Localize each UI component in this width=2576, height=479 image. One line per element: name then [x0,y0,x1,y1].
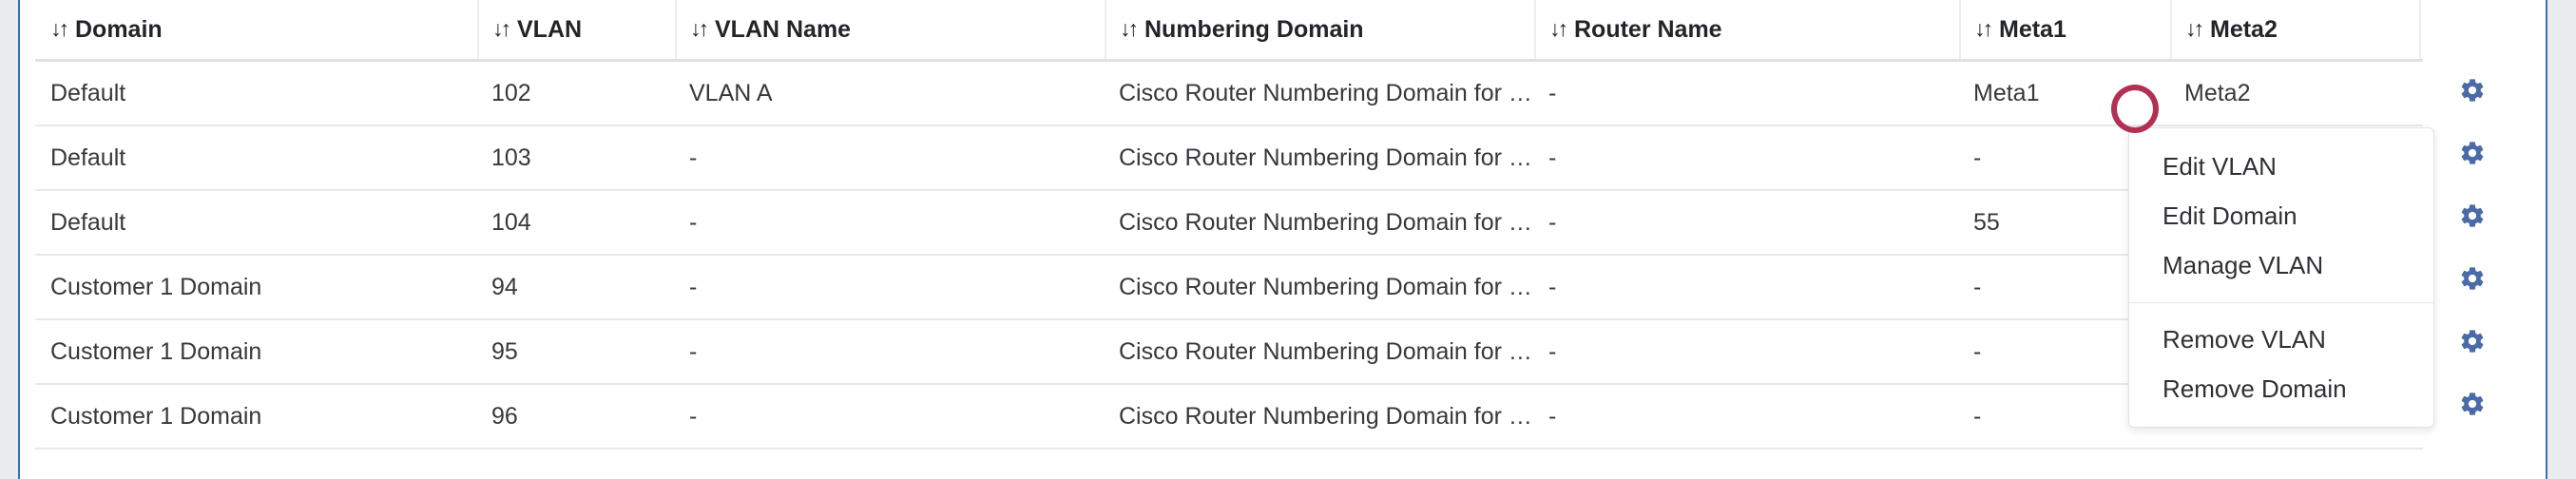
table-row[interactable]: Customer 1 Domain 95 - Cisco Router Numb… [35,319,2423,385]
cell-vlan-name: VLAN A [676,60,1105,126]
page-gutter-left [0,0,18,479]
gear-icon[interactable] [2459,328,2486,354]
page-gutter-right [2547,0,2576,479]
table-row[interactable]: Customer 1 Domain 96 - Cisco Router Numb… [35,384,2423,450]
gear-icon[interactable] [2459,202,2486,229]
cell-vlan-name: - [676,125,1105,191]
column-header-meta1[interactable]: ↓↑Meta1 [1959,0,2171,61]
column-header-numbering-domain[interactable]: ↓↑Numbering Domain [1105,0,1535,61]
column-header-label: VLAN Name [715,15,852,43]
sort-toggle-icon[interactable]: ↓↑ [690,15,709,41]
gear-icon[interactable] [2459,391,2486,417]
sort-toggle-icon[interactable]: ↓↑ [1549,15,1568,41]
row-actions-column [2450,59,2535,435]
cell-domain: Customer 1 Domain [35,384,478,450]
cell-router-name: - [1535,255,1960,320]
panel-border-left [18,0,20,479]
table-row[interactable]: Default 102 VLAN A Cisco Router Numberin… [35,60,2423,126]
column-header-label: Meta2 [2210,15,2278,43]
cell-vlan: 103 [478,125,676,191]
row-actions-menu-trigger[interactable] [2450,184,2535,247]
table-body: Default 102 VLAN A Cisco Router Numberin… [35,60,2423,450]
table-row[interactable]: Default 104 - Cisco Router Numbering Dom… [35,190,2423,256]
cell-actions [2420,60,2423,126]
cell-domain: Default [35,190,478,256]
sort-toggle-icon[interactable]: ↓↑ [2185,15,2204,41]
cell-vlan-name: - [676,190,1105,256]
menu-item-manage-vlan[interactable]: Manage VLAN [2163,251,2324,279]
row-actions-menu-trigger[interactable] [2450,373,2535,435]
cell-vlan: 96 [478,384,676,450]
column-header-label: Domain [75,15,163,43]
gear-icon[interactable] [2459,140,2486,166]
sort-toggle-icon[interactable]: ↓↑ [1120,15,1139,41]
cell-domain: Default [35,60,478,126]
cell-vlan: 102 [478,60,676,126]
menu-item-remove-vlan[interactable]: Remove VLAN [2163,325,2326,354]
panel-border-right [2546,0,2547,479]
column-header-actions [2419,0,2423,61]
cell-numbering-domain: Cisco Router Numbering Domain for … [1105,60,1535,126]
cell-domain: Default [35,125,478,191]
cell-vlan: 95 [478,319,676,385]
column-header-router-name[interactable]: ↓↑Router Name [1534,0,1960,61]
cell-router-name: - [1535,125,1960,191]
column-header-meta2[interactable]: ↓↑Meta2 [2170,0,2420,61]
cell-meta2: Meta2 [2171,60,2420,126]
table-header-row: ↓↑Domain ↓↑VLAN ↓↑VLAN Name ↓↑Numbering … [35,0,2423,61]
menu-item-remove-domain[interactable]: Remove Domain [2163,374,2347,403]
column-header-label: Numbering Domain [1144,15,1364,43]
cell-router-name: - [1535,60,1960,126]
cell-router-name: - [1535,319,1960,385]
cell-meta1: Meta1 [1960,60,2171,126]
sort-toggle-icon[interactable]: ↓↑ [1974,15,1993,41]
table-header: ↓↑Domain ↓↑VLAN ↓↑VLAN Name ↓↑Numbering … [35,0,2423,61]
table-row[interactable]: Default 103 - Cisco Router Numbering Dom… [35,125,2423,191]
cell-vlan-name: - [676,255,1105,320]
menu-item-edit-vlan[interactable]: Edit VLAN [2163,152,2277,181]
column-header-label: Router Name [1574,15,1722,43]
gear-icon[interactable] [2459,265,2486,292]
sort-toggle-icon[interactable]: ↓↑ [492,15,511,41]
column-header-domain[interactable]: ↓↑Domain [35,0,478,61]
cell-domain: Customer 1 Domain [35,319,478,385]
vlan-domain-table: ↓↑Domain ↓↑VLAN ↓↑VLAN Name ↓↑Numbering … [35,0,2423,450]
cell-vlan-name: - [676,384,1105,450]
menu-item-edit-domain[interactable]: Edit Domain [2163,201,2297,230]
table-row[interactable]: Customer 1 Domain 94 - Cisco Router Numb… [35,255,2423,320]
row-context-menu[interactable]: Edit VLAN Edit Domain Manage VLAN Remove… [2128,127,2434,428]
sort-toggle-icon[interactable]: ↓↑ [50,15,69,41]
column-header-label: Meta1 [1999,15,2067,43]
column-header-vlan-name[interactable]: ↓↑VLAN Name [675,0,1105,61]
column-header-vlan[interactable]: ↓↑VLAN [477,0,676,61]
cell-numbering-domain: Cisco Router Numbering Domain for … [1105,190,1535,256]
column-header-label: VLAN [517,15,583,43]
cell-vlan: 94 [478,255,676,320]
cell-domain: Customer 1 Domain [35,255,478,320]
cell-numbering-domain: Cisco Router Numbering Domain for … [1105,255,1535,320]
row-actions-menu-trigger[interactable] [2450,310,2535,373]
cell-router-name: - [1535,190,1960,256]
row-actions-menu-trigger[interactable] [2450,247,2535,310]
gear-icon[interactable] [2459,77,2486,104]
row-actions-menu-trigger[interactable] [2450,122,2535,184]
cell-numbering-domain: Cisco Router Numbering Domain for … [1105,319,1535,385]
cell-numbering-domain: Cisco Router Numbering Domain for … [1105,384,1535,450]
cell-vlan: 104 [478,190,676,256]
cell-router-name: - [1535,384,1960,450]
cell-vlan-name: - [676,319,1105,385]
menu-separator [2129,302,2433,303]
cell-numbering-domain: Cisco Router Numbering Domain for … [1105,125,1535,191]
row-actions-menu-trigger[interactable] [2450,59,2535,122]
